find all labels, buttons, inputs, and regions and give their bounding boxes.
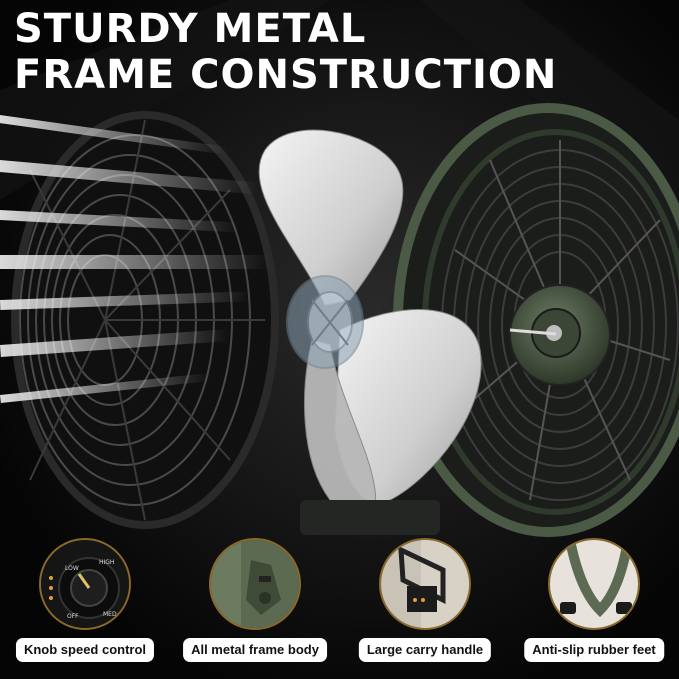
feature-label: Large carry handle — [358, 638, 492, 662]
headline: STURDY METAL FRAME CONSTRUCTION — [14, 6, 557, 98]
headline-line-1: STURDY METAL — [14, 6, 367, 52]
carry-handle-icon — [381, 540, 469, 628]
frame-thumbnail — [209, 538, 301, 630]
feature-knob-speed-control: HIGH LOW OFF MED Knob speed control — [0, 538, 170, 668]
feature-metal-frame: All metal frame body — [170, 538, 340, 668]
handle-thumbnail — [379, 538, 471, 630]
metal-frame-icon — [211, 540, 299, 628]
airflow-streaks — [0, 115, 270, 403]
feet-thumbnail — [548, 538, 640, 630]
knob-label-low: LOW — [65, 565, 79, 572]
feature-label: Knob speed control — [15, 638, 155, 662]
knob-thumbnail: HIGH LOW OFF MED — [39, 538, 131, 630]
fan-blades — [258, 129, 482, 517]
speed-knob-icon: HIGH LOW OFF MED — [41, 540, 129, 628]
feature-label: All metal frame body — [183, 638, 327, 662]
feature-rubber-feet: Anti-slip rubber feet — [509, 538, 679, 668]
knob-label-med: MED — [103, 611, 117, 618]
feature-carry-handle: Large carry handle — [340, 538, 510, 668]
headline-line-2: FRAME CONSTRUCTION — [14, 52, 558, 98]
knob-label-off: OFF — [67, 613, 79, 620]
feature-label: Anti-slip rubber feet — [524, 638, 664, 662]
rubber-feet-icon — [550, 540, 638, 628]
rear-grille — [393, 103, 679, 537]
knob-label-high: HIGH — [99, 559, 114, 566]
